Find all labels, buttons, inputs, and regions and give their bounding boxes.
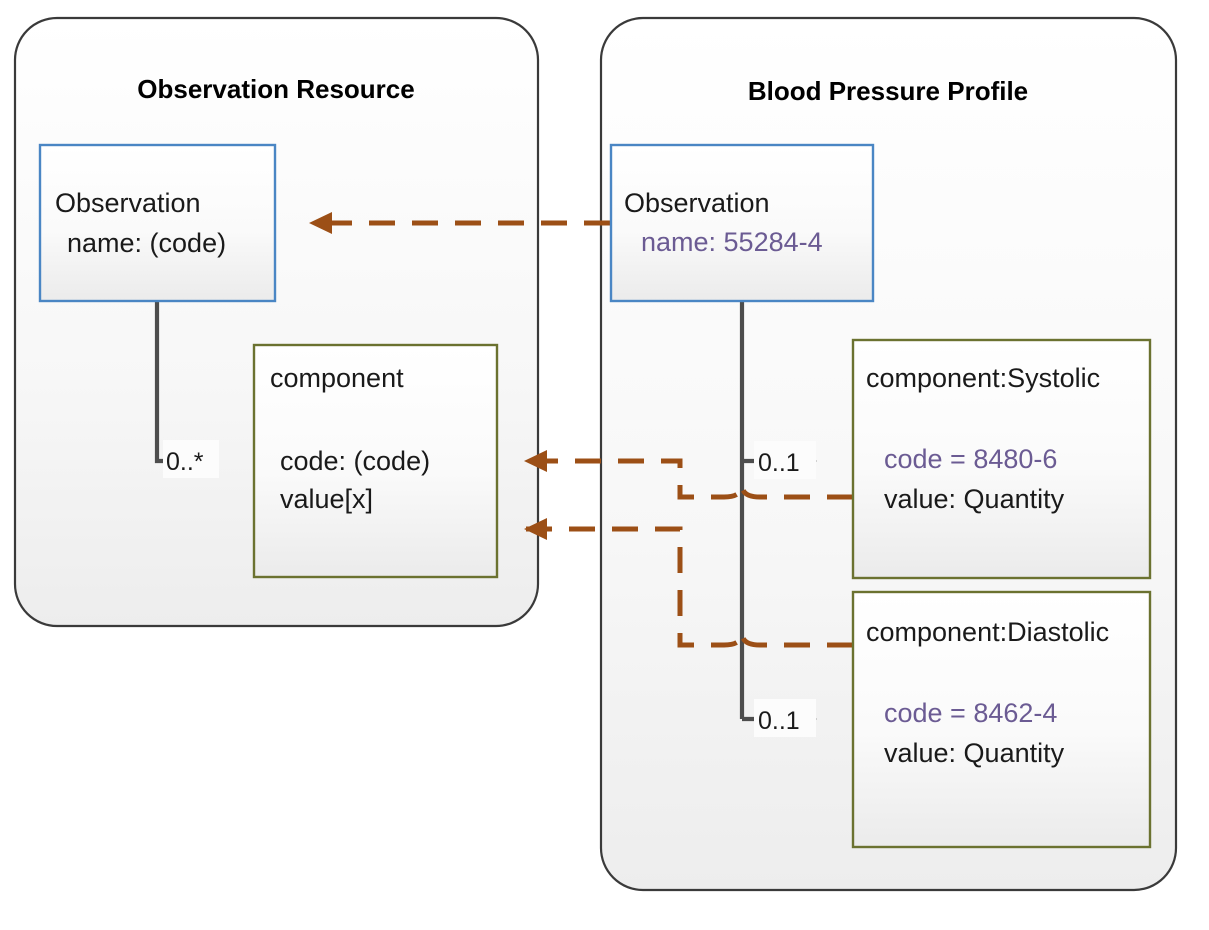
left-group-title: Observation Resource <box>137 74 414 104</box>
class-box-diastolic-frame <box>851 590 1152 849</box>
class-name-observation-profile: Observation <box>624 188 770 218</box>
class-attr-diastolic-value: value: Quantity <box>884 738 1065 768</box>
class-box-observation-resource[interactable]: Observation name: (code) <box>38 143 277 303</box>
class-box-observation-resource-frame <box>38 143 277 303</box>
multiplicity-diastolic: 0..1 <box>754 699 816 737</box>
derivation-arrow-systolic <box>524 450 853 500</box>
class-name-diastolic: component:Diastolic <box>866 617 1109 647</box>
class-attr-systolic-value: value: Quantity <box>884 484 1065 514</box>
class-name-observation-resource: Observation <box>55 188 201 218</box>
class-box-systolic-frame <box>851 338 1152 580</box>
multiplicity-left-component: 0..* <box>163 440 219 478</box>
class-box-component[interactable]: component code: (code) value[x] <box>252 343 499 579</box>
class-attr-component-value: value[x] <box>280 484 373 514</box>
multiplicity-diastolic-label: 0..1 <box>758 707 800 735</box>
class-box-observation-profile-frame <box>609 143 875 303</box>
multiplicity-left-bg <box>163 440 219 478</box>
right-group-title: Blood Pressure Profile <box>748 76 1028 106</box>
class-attr-systolic-code: code = 8480-6 <box>884 444 1057 474</box>
class-box-systolic[interactable]: component:Systolic code = 8480-6 value: … <box>851 338 1152 580</box>
multiplicity-left-label: 0..* <box>166 448 204 476</box>
class-name-component: component <box>270 363 404 393</box>
multiplicity-systolic-label: 0..1 <box>758 449 800 477</box>
class-attr-observation-profile-name: name: 55284-4 <box>641 227 823 257</box>
class-attr-component-code: code: (code) <box>280 446 430 476</box>
class-name-systolic: component:Systolic <box>866 363 1100 393</box>
class-attr-observation-resource-name: name: (code) <box>67 228 226 258</box>
class-attr-diastolic-code: code = 8462-4 <box>884 698 1057 728</box>
multiplicity-diastolic-bg <box>754 699 816 737</box>
multiplicity-systolic-bg <box>754 441 816 479</box>
class-box-diastolic[interactable]: component:Diastolic code = 8462-4 value:… <box>851 590 1152 849</box>
class-box-observation-profile[interactable]: Observation name: 55284-4 <box>609 143 875 303</box>
multiplicity-systolic: 0..1 <box>754 441 816 479</box>
class-box-component-frame <box>252 343 499 579</box>
derivation-arrow-diastolic <box>524 518 853 648</box>
